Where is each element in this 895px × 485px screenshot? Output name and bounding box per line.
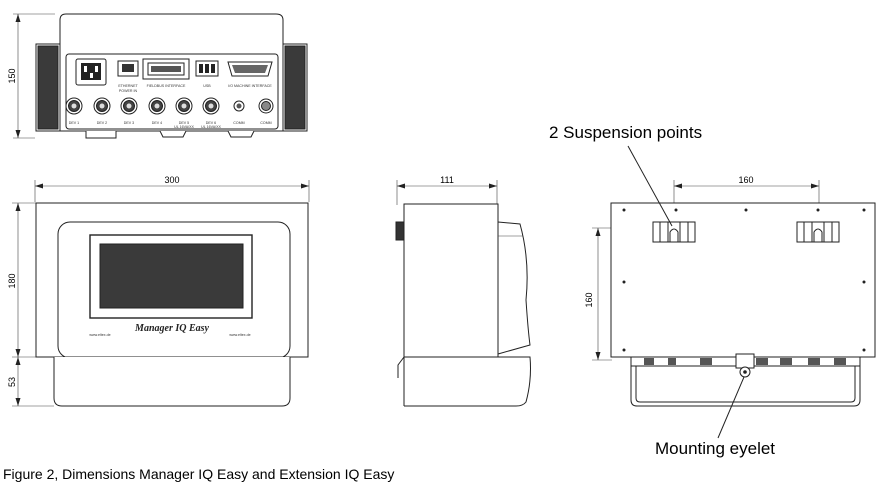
label-dev1: DEV 1	[69, 121, 79, 125]
label-fieldbus: FIELDBUS INTERFACE	[147, 84, 186, 88]
label-dev2: DEV 2	[97, 121, 107, 125]
label-dev5: DEV 5	[179, 121, 189, 125]
label-dev6-sub: UL 16VA/XX	[201, 125, 221, 129]
top-view: 150 ETHERNET POWER IN FIE	[7, 13, 308, 139]
dim-width: 300	[164, 175, 179, 185]
label-ethernet: ETHERNET	[118, 84, 138, 88]
dim-body-height: 180	[7, 273, 17, 288]
label-power-in: POWER IN	[119, 89, 138, 93]
callout-line-suspension	[627, 145, 673, 227]
label-dev6: DEV 6	[206, 121, 216, 125]
label-dev5-sub: UL 16VA/XX	[174, 125, 194, 129]
dim-suspension-spacing: 160	[738, 175, 753, 185]
label-io-machine: I/O MACHINE INTERFACE	[228, 84, 272, 88]
dim-depth: 111	[440, 175, 454, 185]
figure-caption: Figure 2, Dimensions Manager IQ Easy and…	[3, 466, 395, 482]
suspension-point-left	[652, 221, 696, 243]
callout-suspension-points: 2 Suspension points	[549, 123, 702, 142]
dim-front-height: 150	[7, 68, 17, 83]
callout-line-eyelet	[717, 376, 745, 439]
brand-left: www.eltex.de	[89, 333, 110, 337]
label-comm-1: COMM	[233, 121, 244, 125]
suspension-point-right	[796, 221, 840, 243]
dim-extension-height: 53	[7, 377, 17, 387]
front-view: 300 180 53 Manager IQ Easy www.eltex.de …	[7, 175, 310, 407]
dim-suspension-height: 160	[584, 292, 594, 307]
rear-view: 160 160	[549, 123, 876, 458]
label-dev3: DEV 3	[124, 121, 134, 125]
side-view: 111	[395, 175, 531, 407]
callout-mounting-eyelet: Mounting eyelet	[655, 439, 775, 458]
label-usb: USB	[203, 84, 211, 88]
brand-right: www.eltex.de	[229, 333, 250, 337]
mounting-eyelet	[735, 353, 755, 378]
product-label: Manager IQ Easy	[134, 323, 209, 334]
label-comm-2: COMM	[260, 121, 271, 125]
dev-connectors	[65, 97, 274, 115]
label-dev4: DEV 4	[152, 121, 162, 125]
